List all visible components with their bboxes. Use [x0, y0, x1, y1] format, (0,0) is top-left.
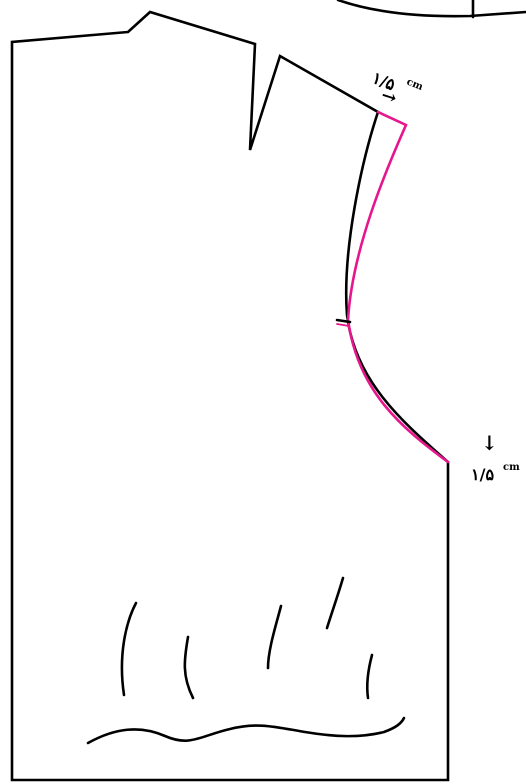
arrow-right-icon: →: [378, 85, 399, 110]
break-line-vertical: [266, 604, 283, 670]
break-line-vertical: [325, 576, 345, 630]
break-line-vertical: [120, 601, 138, 697]
break-line-vertical: [183, 635, 195, 700]
adjusted-armhole-line: [346, 110, 450, 464]
armhole-notch-mark-adjust: [336, 323, 350, 327]
bodice-outline: [10, 10, 450, 782]
break-line-wave: [86, 716, 406, 745]
side-measure-value: ۱/۵: [471, 465, 494, 484]
break-line-vertical: [365, 653, 374, 700]
side-measure-unit: cm: [503, 462, 520, 473]
armhole-notch-mark: [335, 318, 352, 324]
arrow-down-icon: ↓: [481, 431, 498, 455]
adjacent-piece-curve: [336, 0, 526, 18]
shoulder-measure-unit: cm: [405, 77, 425, 94]
shoulder-measurement-annotation: ۱/۵ cm →: [370, 68, 425, 109]
side-measurement-annotation: ↓ ۱/۵ cm: [471, 431, 520, 484]
